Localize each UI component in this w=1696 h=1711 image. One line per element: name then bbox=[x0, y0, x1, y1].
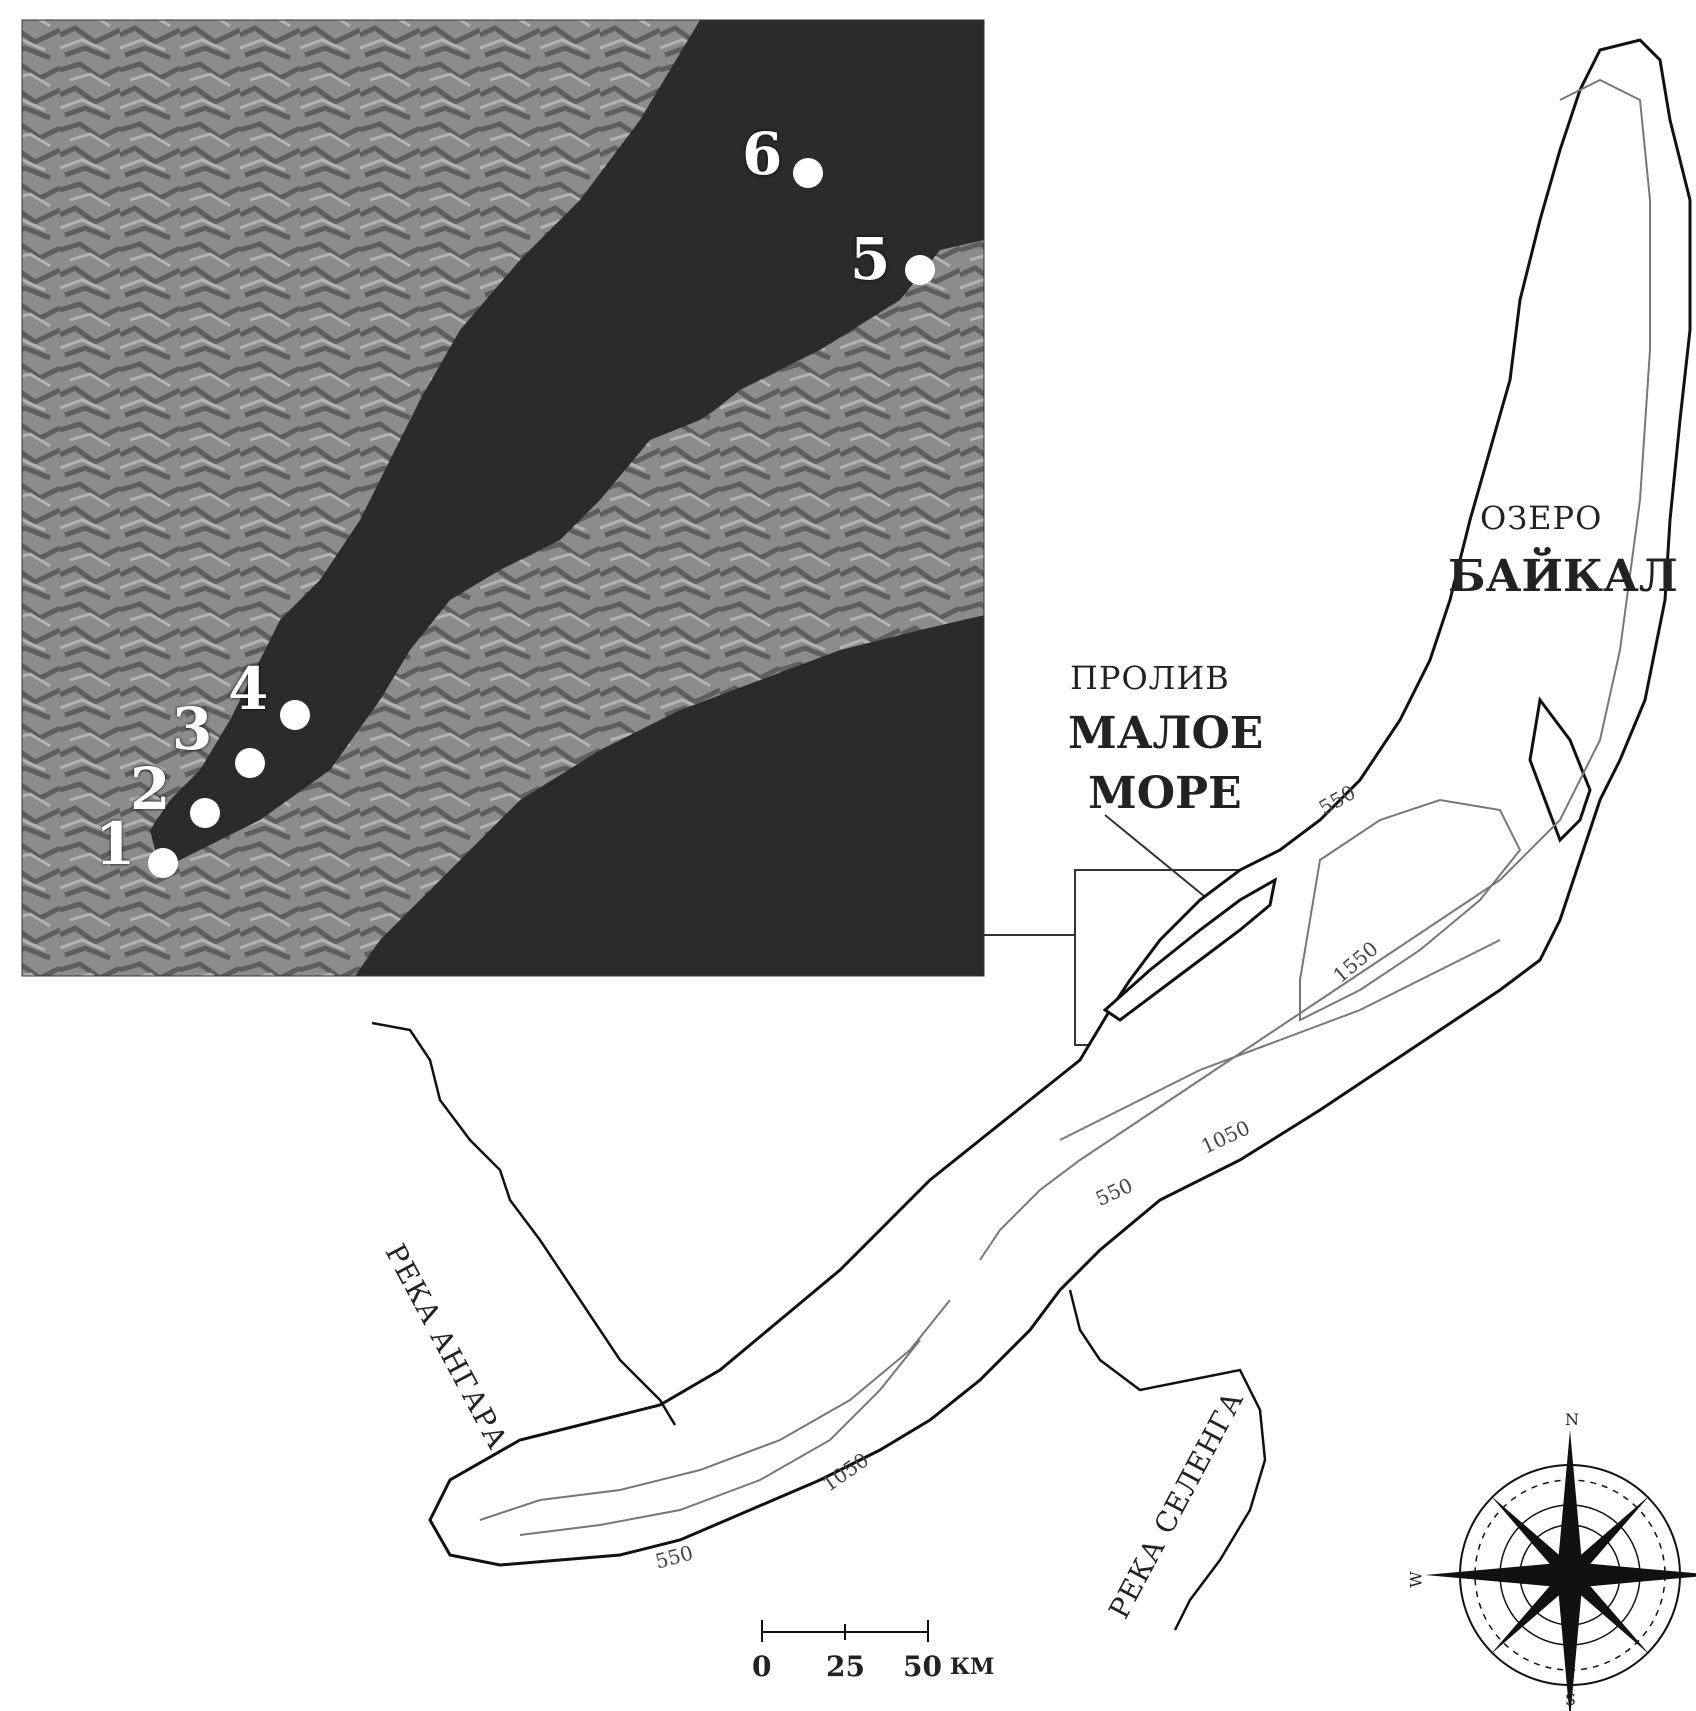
contour-south bbox=[479, 1299, 951, 1521]
contour-1550 bbox=[1299, 798, 1522, 1022]
scale-tick-25: 25 bbox=[826, 1650, 865, 1683]
scale-tick-50: 50 bbox=[903, 1650, 942, 1683]
strait-name-line2: МАЛОЕ bbox=[1068, 708, 1264, 759]
site-marker-1 bbox=[148, 848, 178, 878]
site-marker-3 bbox=[235, 748, 265, 778]
scale-unit: КМ bbox=[950, 1654, 995, 1680]
site-label-3: 3 bbox=[172, 695, 213, 763]
contour-south-inner bbox=[519, 1339, 921, 1536]
site-label-6: 6 bbox=[742, 120, 783, 188]
olkhon-island bbox=[1102, 877, 1278, 1022]
satellite-inset bbox=[21, 19, 985, 977]
baikal-outline bbox=[428, 38, 1692, 1567]
contour-1050 bbox=[1059, 939, 1501, 1141]
inset-olkhon bbox=[415, 250, 984, 900]
site-marker-5 bbox=[905, 255, 935, 285]
compass-south: S bbox=[1565, 1690, 1576, 1709]
lake-name-line1: ОЗЕРО bbox=[1480, 499, 1603, 537]
site-label-1: 1 bbox=[95, 810, 136, 878]
compass-north: N bbox=[1565, 1410, 1579, 1429]
lake-name-line2: БАЙКАЛ bbox=[1448, 551, 1678, 602]
selenga-river bbox=[1068, 1289, 1267, 1631]
site-label-2: 2 bbox=[130, 755, 171, 823]
site-marker-2 bbox=[190, 798, 220, 828]
compass-rose bbox=[1425, 1430, 1696, 1711]
inset-open-baikal bbox=[355, 615, 984, 976]
scale-bar bbox=[761, 1620, 929, 1642]
site-label-5: 5 bbox=[850, 225, 891, 293]
strait-name-line3: МОРЕ bbox=[1088, 768, 1242, 819]
strait-name-line1: ПРОЛИВ bbox=[1070, 659, 1230, 697]
site-marker-6 bbox=[793, 158, 823, 188]
peninsula bbox=[1528, 696, 1592, 843]
scale-tick-0: 0 bbox=[752, 1650, 772, 1683]
contour-550-north bbox=[979, 78, 1651, 1261]
inset-water bbox=[150, 20, 984, 870]
angara-river bbox=[371, 1021, 677, 1426]
site-marker-4 bbox=[280, 700, 310, 730]
strait-leader bbox=[1104, 814, 1216, 906]
site-label-4: 4 bbox=[228, 655, 269, 723]
compass-west: W bbox=[1406, 1571, 1426, 1588]
